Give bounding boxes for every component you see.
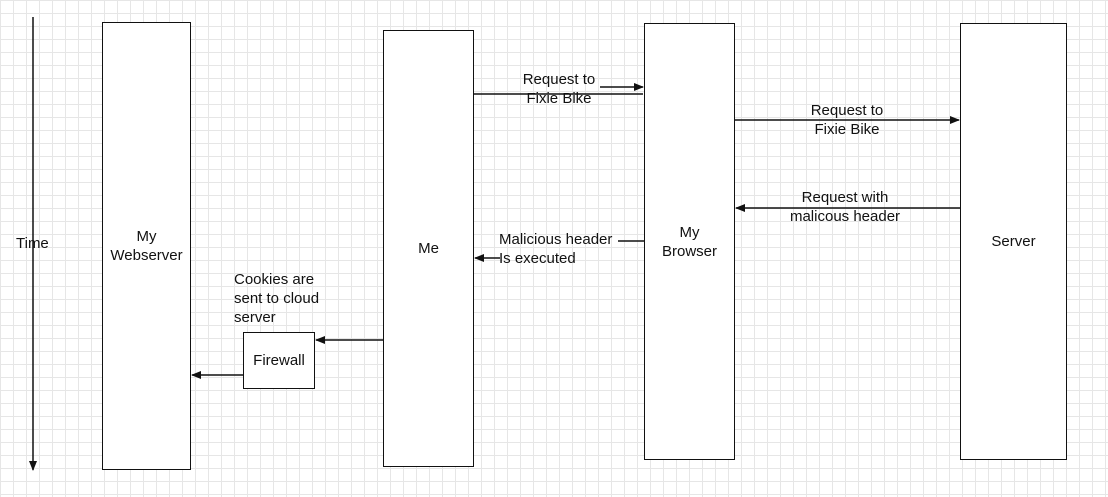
edge-label-browser-to-me: Malicious header Is executed [499,231,613,267]
edge-label-me-to-firewall: Cookies are sent to cloud server [234,271,320,326]
me-lifeline: Me [383,30,474,467]
edge-label-browser-to-server: Request to Fixie Bike [810,102,884,138]
server-lifeline: Server [960,23,1067,460]
edge-label-me-to-browser: Request to Fixie Bike [522,71,596,107]
time-axis-label: Time [16,235,49,252]
browser-lifeline: My Browser [644,23,735,460]
webserver-label: My Webserver [110,228,183,264]
edge-label-server-to-browser: Request with malicous header [789,189,901,225]
webserver-lifeline: My Webserver [102,22,191,470]
firewall-label: Firewall [253,352,305,369]
me-label: Me [418,240,439,257]
browser-label: My Browser [661,223,717,260]
firewall-box: Firewall [243,332,315,389]
server-label: Server [991,233,1036,250]
